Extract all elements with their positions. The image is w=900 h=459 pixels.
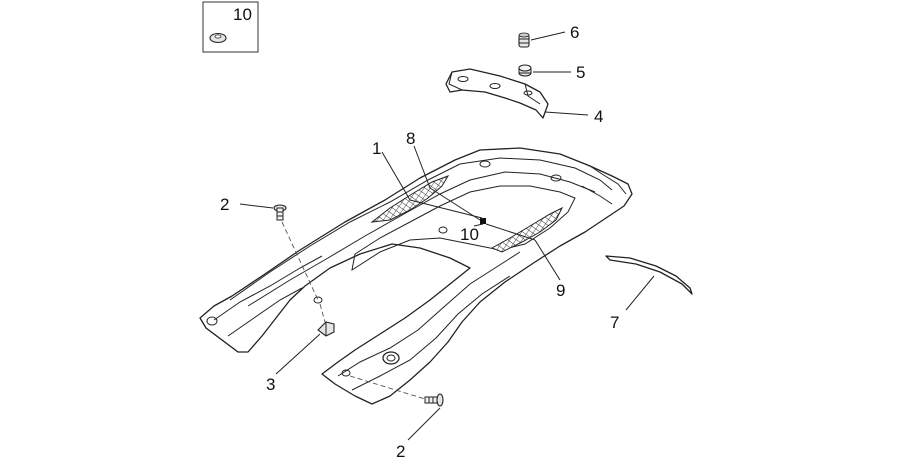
callout-2-lower: 2 <box>396 442 405 459</box>
part-6-cap <box>518 32 530 48</box>
callout-6: 6 <box>570 23 579 42</box>
leader-1 <box>381 151 411 201</box>
axis-line-3 <box>319 303 326 323</box>
part-4-bracket <box>445 68 549 119</box>
leader-2b <box>407 407 441 441</box>
callout-3: 3 <box>266 375 275 394</box>
axis-line-2-upper <box>281 221 319 301</box>
leader-2a <box>239 203 274 209</box>
callout-4: 4 <box>594 107 603 126</box>
part-2-screw-upper <box>273 204 287 221</box>
part-5-bush <box>518 64 532 77</box>
callout-8: 8 <box>406 129 415 148</box>
callout-7: 7 <box>610 313 619 332</box>
part-9-mesh-right <box>490 206 564 253</box>
grommet-icon <box>209 32 227 44</box>
part-2-screw-lower <box>424 393 444 407</box>
part-8-mesh-left <box>370 175 450 223</box>
part-3-clip <box>317 321 335 337</box>
callout-10: 10 <box>460 225 479 244</box>
leader-10 <box>473 223 484 227</box>
callout-9: 9 <box>556 281 565 300</box>
inset-box-part-10: 10 <box>202 1 259 53</box>
part-1-tail-fairing <box>199 147 633 405</box>
leader-9 <box>534 239 561 281</box>
leader-3 <box>275 333 321 375</box>
axis-line-2-lower <box>349 375 426 400</box>
inset-label-10: 10 <box>233 5 252 24</box>
part-7-trim-strip <box>605 255 693 295</box>
leader-1b <box>409 199 483 219</box>
leader-9a <box>485 223 536 241</box>
callout-5: 5 <box>576 63 585 82</box>
leader-8 <box>413 145 431 189</box>
leader-8b <box>429 187 481 221</box>
callout-1: 1 <box>372 139 381 158</box>
leader-4 <box>544 111 589 116</box>
leader-7 <box>625 275 655 311</box>
leader-6 <box>530 31 566 41</box>
part-10-marker <box>480 218 486 224</box>
callout-2-upper: 2 <box>220 195 229 214</box>
